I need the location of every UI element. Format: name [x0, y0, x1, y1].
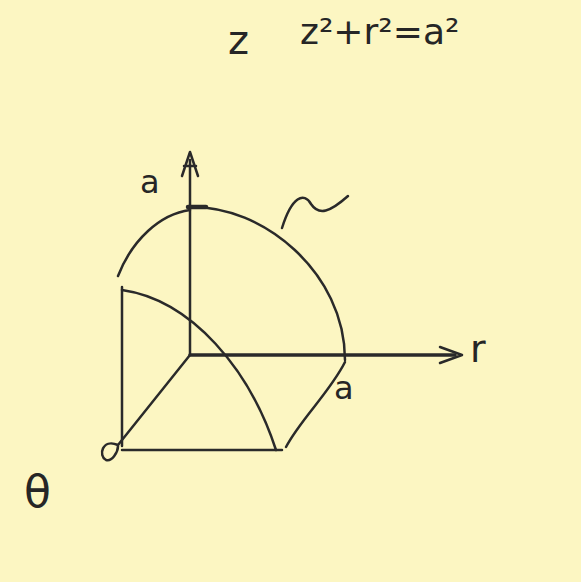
dimension-label: a	[334, 372, 354, 404]
sphere-arc	[190, 207, 345, 360]
r-arrowhead	[440, 347, 462, 363]
z-axis	[189, 160, 192, 355]
sphere-arc	[122, 290, 276, 450]
sphere-arc	[118, 210, 190, 276]
edge-line	[122, 449, 282, 452]
theta-axis	[118, 355, 190, 445]
leader-squiggle	[282, 196, 348, 228]
axis-label: z	[228, 20, 249, 60]
z-arrowhead	[182, 152, 198, 176]
axis-label: r	[470, 330, 486, 368]
edge-line	[121, 287, 124, 446]
r-axis	[190, 353, 455, 357]
equation-label: z²+r²=a²	[300, 14, 459, 50]
theta-arrowhead	[102, 443, 118, 460]
dimension-label: a	[140, 166, 160, 198]
axis-label: θ	[24, 470, 51, 514]
